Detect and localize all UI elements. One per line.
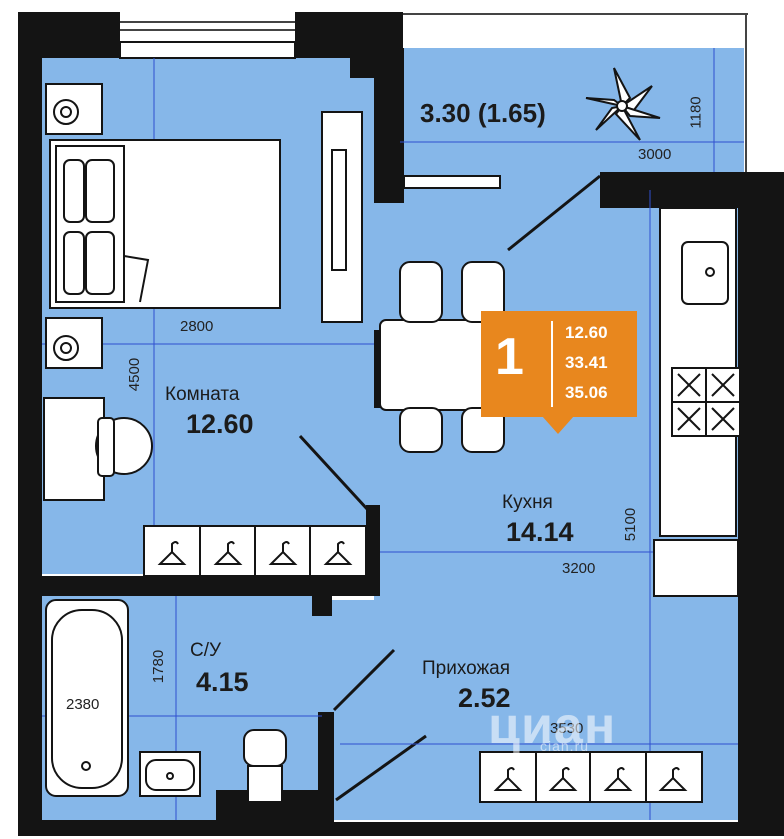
watermark-sub: cian.ru bbox=[540, 738, 590, 754]
kitchen-name: Кухня bbox=[502, 492, 553, 513]
balcony-area: 3.30 (1.65) bbox=[420, 98, 546, 128]
dim-balcony-width: 3000 bbox=[638, 146, 672, 163]
dim-kitchen-width: 3200 bbox=[562, 560, 596, 577]
dim-bath-width: 2380 bbox=[66, 696, 100, 713]
dim-room-height: 4500 bbox=[126, 357, 144, 392]
wardrobe-hall bbox=[479, 751, 703, 803]
dim-room-width: 2800 bbox=[180, 318, 214, 335]
desk bbox=[43, 397, 153, 501]
area-badge: 1 12.60 33.41 35.06 bbox=[481, 311, 637, 417]
dim-hall-width: 3530 bbox=[550, 720, 584, 737]
balcony-floor bbox=[400, 48, 744, 173]
kitchen-counter bbox=[653, 207, 741, 597]
bedside-tables bbox=[45, 83, 103, 369]
total-area: 33.41 bbox=[565, 353, 608, 372]
dim-bath-height: 1780 bbox=[150, 649, 168, 684]
dim-kitchen-height: 5100 bbox=[622, 507, 640, 542]
wardrobe-room bbox=[143, 525, 367, 577]
doors bbox=[298, 174, 601, 802]
plant-icon bbox=[585, 67, 661, 141]
balcony-railing bbox=[120, 13, 748, 172]
room-name: Комната bbox=[165, 384, 240, 405]
hallway-area: 2.52 bbox=[458, 683, 511, 713]
rooms-count: 1 bbox=[495, 328, 524, 386]
living-area: 12.60 bbox=[565, 323, 608, 342]
area-with-balcony: 35.06 bbox=[565, 383, 608, 402]
hallway-name: Прихожая bbox=[422, 658, 511, 679]
windows bbox=[119, 41, 501, 189]
badge-pointer bbox=[542, 416, 574, 434]
watermark-logo: циан bbox=[488, 697, 617, 755]
room-area: 12.60 bbox=[186, 409, 254, 439]
badge-separator bbox=[551, 321, 553, 407]
bathroom-fixtures bbox=[45, 599, 287, 803]
walls bbox=[18, 12, 784, 836]
bed bbox=[49, 139, 281, 309]
kitchen-area: 14.14 bbox=[506, 517, 574, 547]
dim-balcony-height: 1180 bbox=[687, 96, 705, 129]
bathroom-name: С/У bbox=[190, 640, 222, 661]
bathroom-area: 4.15 bbox=[196, 667, 249, 697]
tv-stand bbox=[321, 111, 363, 323]
